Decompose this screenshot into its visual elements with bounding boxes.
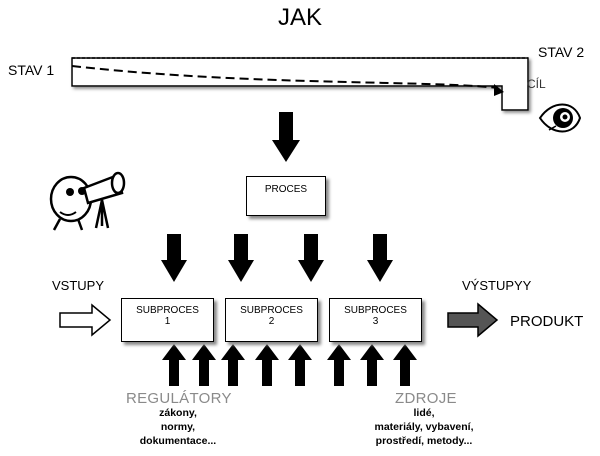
goal-eye-icon <box>538 103 582 133</box>
subprocess-box-3: SUBPROCES 3 <box>329 298 422 342</box>
arrow-down-main <box>272 112 300 162</box>
state-start-label: STAV 1 <box>8 62 55 78</box>
subprocess-number: 2 <box>268 316 275 327</box>
resources-title: ZDROJE <box>395 390 457 407</box>
regulators-title: REGULÁTORY <box>126 390 232 407</box>
arrows-down-subprocesses <box>161 234 393 282</box>
subprocess-name: SUBPROCES <box>344 305 407 316</box>
state-track <box>71 57 529 111</box>
resource-item: materiály, vybavení, <box>374 421 474 433</box>
process-box: PROCES <box>246 176 326 216</box>
resource-item: lidé, <box>413 407 435 419</box>
resources-list: lidé, materiály, vybavení, prostředí, me… <box>360 406 488 448</box>
product-label: PRODUKT <box>510 313 584 330</box>
resource-item: prostředí, metody... <box>375 435 473 447</box>
telescope-observer-icon <box>49 171 126 231</box>
state-end-label: STAV 2 <box>538 44 585 60</box>
regulators-list: zákony, normy, dokumentace... <box>130 406 226 448</box>
subprocess-name: SUBPROCES <box>136 305 199 316</box>
output-arrow <box>447 302 499 338</box>
regulator-item: zákony, <box>159 407 197 419</box>
outputs-label: VÝSTUPYY <box>462 278 532 293</box>
process-label: PROCES <box>264 184 308 195</box>
subprocess-name: SUBPROCES <box>240 305 303 316</box>
arrows-up-inputs <box>162 344 417 386</box>
inputs-label: VSTUPY <box>52 278 105 293</box>
subprocess-number: 3 <box>372 316 379 327</box>
goal-path-dashed <box>71 65 504 96</box>
goal-label: CÍL <box>527 77 546 91</box>
regulator-item: normy, <box>160 421 196 433</box>
subprocess-number: 1 <box>164 316 171 327</box>
regulator-item: dokumentace... <box>139 435 217 447</box>
subprocess-box-2: SUBPROCES 2 <box>225 298 318 342</box>
input-arrow <box>59 303 112 337</box>
subprocess-box-1: SUBPROCES 1 <box>121 298 214 342</box>
diagram-title: JAK <box>277 4 322 31</box>
